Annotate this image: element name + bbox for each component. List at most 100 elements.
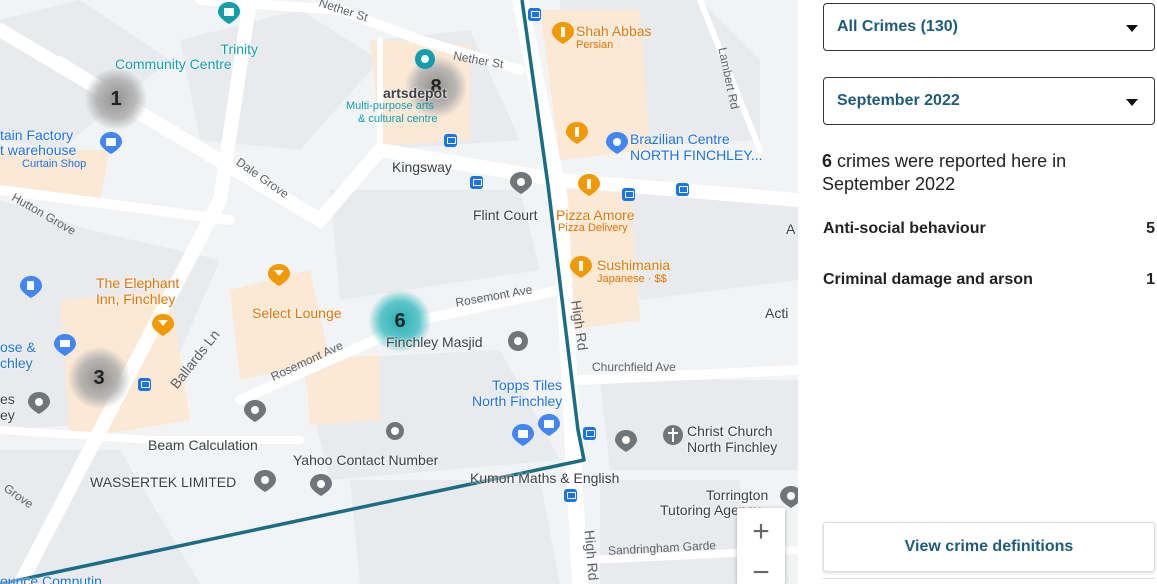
restaurant-icon[interactable] xyxy=(566,122,588,144)
place-sublabel: Multi-purpose arts xyxy=(346,100,435,112)
crime-count: 1 xyxy=(1146,271,1155,288)
bus-stop-icon[interactable] xyxy=(622,188,635,201)
divider xyxy=(823,578,1155,584)
shop-icon[interactable] xyxy=(538,414,560,436)
crime-count: 5 xyxy=(1146,220,1155,237)
restaurant-icon[interactable] xyxy=(578,174,600,196)
place-label[interactable]: Inn, Finchley xyxy=(96,291,176,307)
street-label: A xyxy=(786,221,796,237)
month-select[interactable]: September 2022 xyxy=(823,77,1155,125)
crime-type-value: All Crimes (130) xyxy=(837,18,958,35)
place-label[interactable]: Brazilian Centre xyxy=(630,131,730,147)
crime-cluster[interactable]: 8 xyxy=(405,56,467,118)
zoom-out-button[interactable]: − xyxy=(752,556,770,584)
crime-type-select[interactable]: All Crimes (130) xyxy=(823,3,1155,51)
street-label: High Rd xyxy=(581,529,602,582)
place-label[interactable]: ey xyxy=(0,407,15,423)
place-label[interactable]: Kumon Maths & English xyxy=(470,470,620,486)
bar-icon[interactable] xyxy=(152,314,174,336)
location-pin-icon[interactable] xyxy=(780,486,798,508)
bar-icon[interactable] xyxy=(268,264,290,286)
shop-icon[interactable] xyxy=(100,132,122,154)
restaurant-icon[interactable] xyxy=(570,256,592,278)
street-label: Churchfield Ave xyxy=(592,360,676,374)
bus-stop-icon[interactable] xyxy=(470,176,483,189)
place-label[interactable]: Community Centre xyxy=(115,56,232,72)
place-label[interactable]: tain Factory xyxy=(0,127,74,143)
bus-stop-icon[interactable] xyxy=(444,134,457,147)
location-pin-icon[interactable] xyxy=(244,400,266,422)
crime-map[interactable]: 1 8 3 6 Nether St Nether St Dale Grove H… xyxy=(0,0,798,584)
crime-cluster-selected[interactable]: 6 xyxy=(369,290,431,352)
zoom-in-button[interactable]: + xyxy=(752,515,770,548)
crime-cluster[interactable]: 1 xyxy=(85,68,147,130)
place-line: Trinity xyxy=(220,41,258,57)
place-label[interactable]: Pizza Amore xyxy=(556,207,635,223)
arts-icon[interactable] xyxy=(414,48,436,70)
place-label[interactable]: Sushimania xyxy=(597,257,671,273)
place-label[interactable]: es xyxy=(0,391,15,407)
place-label[interactable]: Torrington xyxy=(706,487,769,503)
mosque-icon[interactable] xyxy=(507,330,529,352)
place-label[interactable]: WASSERTEK LIMITED xyxy=(90,474,237,490)
chevron-down-icon xyxy=(1126,25,1138,32)
crime-name: Criminal damage and arson xyxy=(823,271,1033,288)
location-pin-icon[interactable] xyxy=(254,470,276,492)
place-label[interactable]: Christ Church xyxy=(687,423,773,439)
crime-row: Anti-social behaviour 5 xyxy=(823,220,1155,240)
place-label[interactable]: Topps Tiles xyxy=(492,377,563,393)
place-label[interactable]: Beam Calculation xyxy=(148,437,258,453)
zoom-control: + − xyxy=(737,508,785,584)
crime-row: Criminal damage and arson 1 xyxy=(823,271,1155,291)
place-sublabel: & cultural centre xyxy=(358,113,438,125)
street-label: Acti xyxy=(765,305,789,321)
location-pin-icon[interactable] xyxy=(384,420,406,442)
location-pin-icon[interactable] xyxy=(28,392,50,414)
location-pin-icon[interactable] xyxy=(510,172,532,194)
place-sublabel: Japanese · $$ xyxy=(597,273,667,285)
crime-panel: All Crimes (130) September 2022 6 crimes… xyxy=(798,0,1157,584)
fuel-icon[interactable] xyxy=(20,276,42,298)
shop-icon[interactable] xyxy=(512,424,534,446)
place-label[interactable]: Select Lounge xyxy=(252,305,342,321)
chevron-down-icon xyxy=(1126,99,1138,106)
place-label[interactable]: NORTH FINCHLEY... xyxy=(630,147,763,163)
place-label[interactable]: Tutoring Agency xyxy=(660,502,761,518)
crime-cluster[interactable]: 3 xyxy=(68,347,130,409)
place-label[interactable]: ounce Computin xyxy=(0,573,102,584)
place-label[interactable]: Shah Abbas xyxy=(576,23,652,39)
shopping-icon[interactable] xyxy=(54,334,76,356)
view-definitions-button[interactable]: View crime definitions xyxy=(823,522,1155,572)
street-label: Kingsway xyxy=(392,159,452,175)
church-icon[interactable] xyxy=(662,424,684,446)
attraction-icon[interactable] xyxy=(218,2,240,24)
place-label[interactable]: chley xyxy=(0,355,33,371)
place-sublabel: Curtain Shop xyxy=(22,158,87,170)
bus-stop-icon[interactable] xyxy=(138,378,151,391)
place-label[interactable]: artsdepot xyxy=(383,85,447,101)
bus-stop-icon[interactable] xyxy=(564,489,577,502)
place-sublabel: Persian xyxy=(576,39,614,51)
place-label[interactable]: Trinity xyxy=(168,42,258,57)
crime-name: Anti-social behaviour xyxy=(823,220,986,237)
place-sublabel: Pizza Delivery xyxy=(558,222,628,234)
place-label[interactable]: Flint Court xyxy=(473,207,538,223)
bus-stop-icon[interactable] xyxy=(583,427,596,440)
summary-text: crimes were reported here in September 2… xyxy=(822,151,1067,194)
place-label[interactable]: North Finchley xyxy=(687,439,778,455)
month-value: September 2022 xyxy=(837,92,960,109)
location-pin-icon[interactable] xyxy=(615,430,637,452)
location-pin-icon[interactable] xyxy=(310,474,332,496)
map-base xyxy=(0,0,798,584)
restaurant-icon[interactable] xyxy=(552,22,574,44)
place-label[interactable]: North Finchley xyxy=(472,393,563,409)
place-label[interactable]: ose & xyxy=(0,339,36,355)
place-label[interactable]: The Elephant xyxy=(96,275,180,291)
bus-stop-icon[interactable] xyxy=(528,8,541,21)
place-label[interactable]: t warehouse xyxy=(0,142,77,158)
shop-icon[interactable] xyxy=(606,132,628,154)
summary-count: 6 xyxy=(822,151,833,171)
place-label[interactable]: Yahoo Contact Number xyxy=(293,452,439,468)
place-label[interactable]: Finchley Masjid xyxy=(386,334,483,350)
bus-stop-icon[interactable] xyxy=(676,183,689,196)
